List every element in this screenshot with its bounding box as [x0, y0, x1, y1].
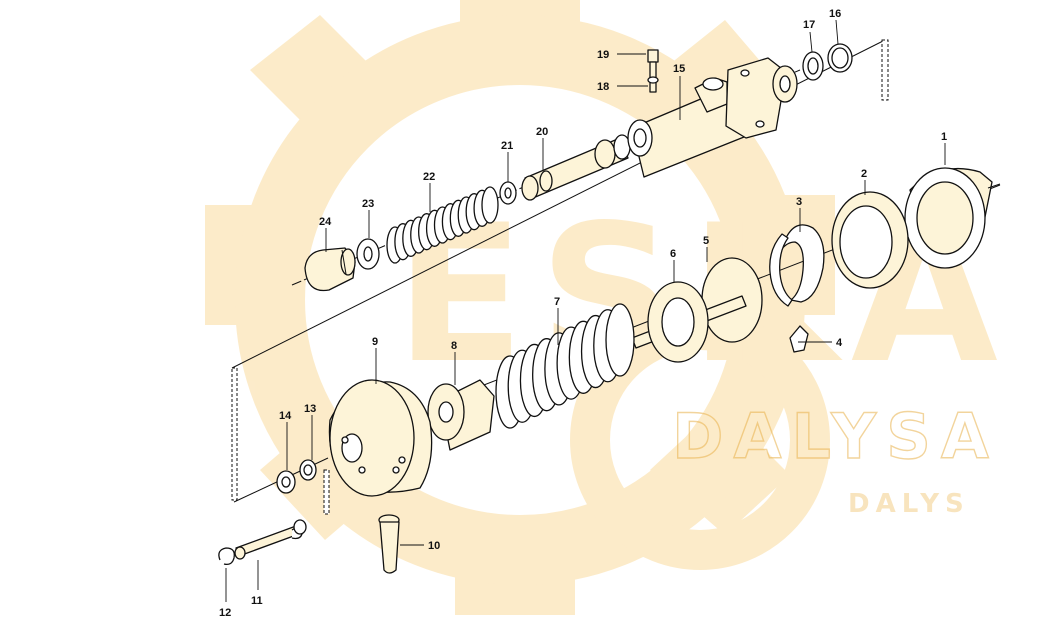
- part-18-bleed-nipple: [647, 76, 659, 84]
- part-14-ring: [276, 470, 296, 494]
- callout-17: 17: [803, 19, 815, 31]
- part-6-piston-rod: [631, 281, 747, 363]
- callout-16: 16: [829, 8, 841, 20]
- part-2-seal-housing: [831, 191, 909, 289]
- part-11-pin: [234, 519, 307, 560]
- part-10-sleeve: [378, 514, 400, 574]
- part-13-ring: [299, 459, 317, 481]
- part-24-cap-nut: [304, 247, 356, 292]
- part-17-seal: [802, 51, 824, 81]
- part-16-ring: [827, 43, 853, 73]
- part-19-bleed-screw: [647, 49, 659, 93]
- part-21-seal-ring: [499, 181, 517, 205]
- callout-14: 14: [279, 410, 292, 422]
- part-1-bellows-cap: [904, 167, 1001, 269]
- callout-21: 21: [501, 140, 513, 152]
- callout-9: 9: [372, 336, 378, 348]
- callout-8: 8: [451, 340, 457, 352]
- callout-11: 11: [251, 595, 263, 607]
- watermark-logo-block: DALYSA DALYS: [671, 399, 999, 519]
- callout-3: 3: [796, 196, 802, 208]
- part-9-housing: [328, 379, 433, 497]
- callout-24: 24: [319, 216, 332, 228]
- part-3-clamp: [769, 224, 825, 307]
- callout-13: 13: [304, 403, 316, 415]
- part-23-washer: [356, 238, 380, 270]
- callout-20: 20: [536, 126, 548, 138]
- spring-coil: [605, 303, 635, 377]
- watermark-brand-mid: DALYSA: [672, 400, 999, 473]
- part-8-spring-seat: [427, 379, 495, 451]
- part-22-spring: [386, 186, 499, 264]
- callout-labels: 1 2 3 4 5 6 7 8 9 10 11 12 13 14 15 16 1…: [219, 8, 947, 619]
- callout-2: 2: [861, 168, 867, 180]
- divider-hatch-left: [231, 367, 238, 501]
- divider-hatch-small: [323, 469, 330, 515]
- part-20-piston: [521, 134, 631, 201]
- divider-hatch-right: [881, 39, 889, 101]
- part-7-large-spring: [495, 303, 635, 429]
- leader-lines: [225, 19, 946, 602]
- callout-15: 15: [673, 63, 685, 75]
- spring-coil: [481, 186, 499, 224]
- part-12-circlip: [218, 547, 235, 566]
- callout-1: 1: [941, 131, 947, 143]
- callout-12: 12: [219, 607, 231, 619]
- callout-10: 10: [428, 540, 440, 552]
- callout-18: 18: [597, 81, 609, 93]
- callout-23: 23: [362, 198, 374, 210]
- callout-6: 6: [670, 248, 676, 260]
- callout-7: 7: [554, 296, 560, 308]
- callout-5: 5: [703, 235, 709, 247]
- callout-4: 4: [836, 337, 843, 349]
- callout-19: 19: [597, 49, 609, 61]
- callout-22: 22: [423, 171, 435, 183]
- part-15-master-cylinder: [627, 57, 798, 178]
- watermark-brand-small: DALYS: [848, 489, 970, 519]
